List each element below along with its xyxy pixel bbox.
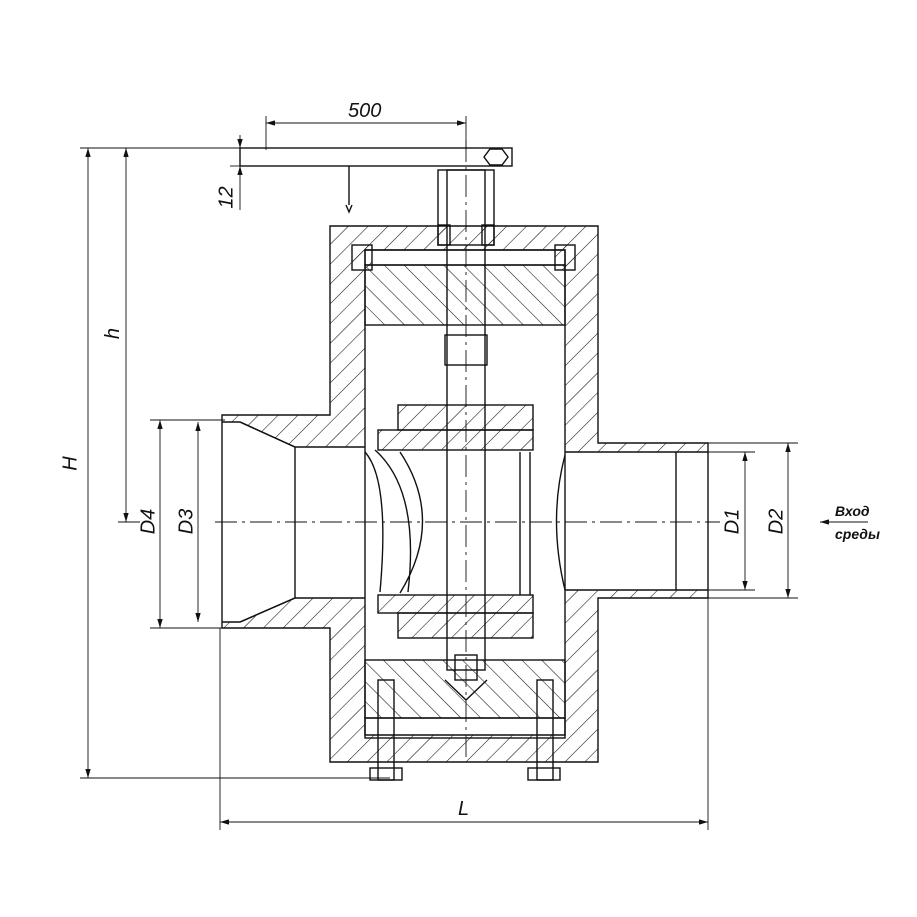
dim-H: H: [59, 456, 82, 471]
flow-label-line1: Вход: [835, 503, 870, 519]
handle-lever[interactable]: [239, 147, 513, 214]
dim-D4: D4: [137, 508, 160, 535]
flow-label-line2: среды: [835, 526, 880, 542]
dim-L: L: [458, 798, 470, 820]
dim-D1: D1: [721, 508, 744, 535]
dim-D2: D2: [765, 508, 788, 535]
dim-D3: D3: [175, 508, 198, 535]
dimension-lines: [80, 116, 868, 830]
dim-12: 12: [215, 186, 238, 209]
dim-h: h: [102, 327, 125, 340]
plug: [364, 404, 566, 639]
top-cover: [351, 244, 576, 326]
dim-500: 500: [348, 100, 382, 122]
